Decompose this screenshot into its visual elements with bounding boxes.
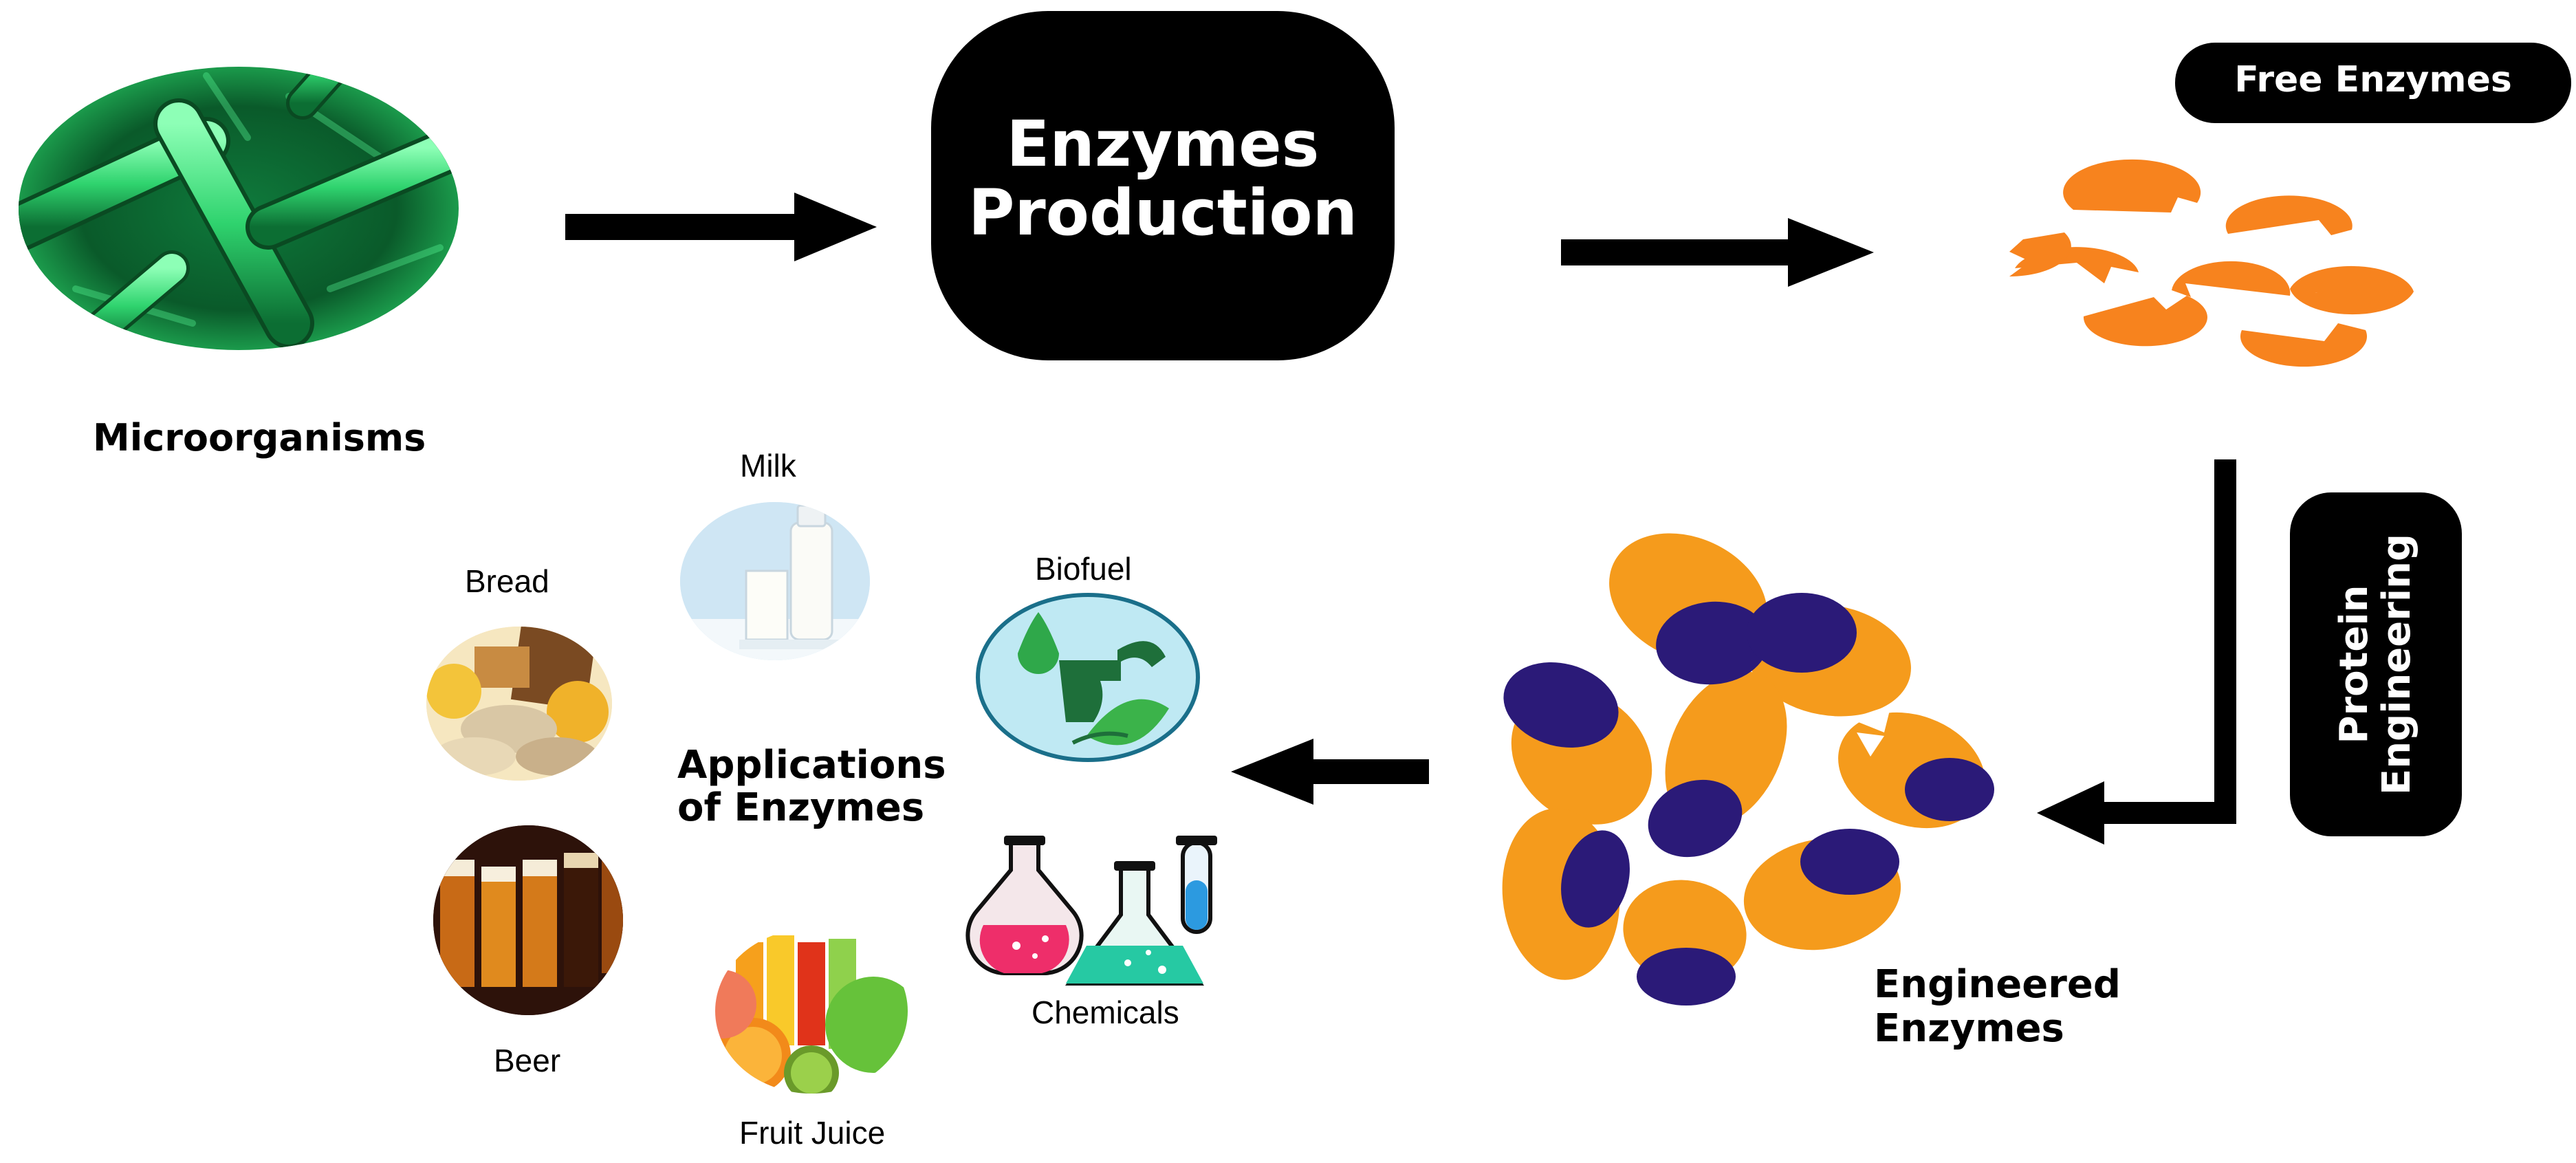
enzymes-production-title: Enzymes Production <box>931 110 1395 248</box>
arrow-protein-engineering <box>2037 459 2236 845</box>
arrow-production-to-free <box>1561 218 1874 287</box>
applications-line2: of Enzymes <box>677 785 925 830</box>
microorganisms-label: Microorganisms <box>93 416 426 459</box>
bread-label: Bread <box>465 563 549 599</box>
chemicals-icon <box>965 836 1217 986</box>
beer-label: Beer <box>494 1043 561 1078</box>
arrow-engineered-to-applications <box>1231 739 1429 805</box>
fruit-juice-label: Fruit Juice <box>739 1115 886 1151</box>
engineered-enzymes-cluster <box>1502 533 1994 1006</box>
arrow-micro-to-production <box>565 193 877 261</box>
biofuel-icon <box>976 593 1200 762</box>
applications-label: Applications of Enzymes <box>677 744 946 829</box>
milk-label: Milk <box>740 448 796 483</box>
protein-engineering-box <box>2290 492 2462 836</box>
enzymes-production-box <box>931 11 1395 360</box>
microorganisms-image <box>19 67 459 350</box>
enzymes-production-line1: Enzymes <box>1006 107 1320 181</box>
enzymes-production-line2: Production <box>968 176 1358 250</box>
fruit-juice-image <box>715 928 908 1094</box>
free-enzymes-label: Free Enzymes <box>2234 59 2512 100</box>
free-enzymes-pill <box>2175 43 2571 123</box>
protein-engineering-line1: Protein <box>2332 585 2377 744</box>
protein-engineering-line2: Engineering <box>2375 534 2419 795</box>
engineered-enzymes-line2: Enzymes <box>1874 1006 2064 1051</box>
milk-image <box>680 502 870 660</box>
free-enzymes-cluster <box>2009 159 2414 367</box>
protein-engineering-label: Protein Engineering <box>2290 492 2462 836</box>
bread-image <box>426 627 612 781</box>
beer-image <box>433 825 623 1015</box>
engineered-enzymes-line1: Engineered <box>1874 962 2121 1007</box>
biofuel-label: Biofuel <box>1035 551 1132 587</box>
engineered-enzymes-label: Engineered Enzymes <box>1874 963 2121 1051</box>
chemicals-label: Chemicals <box>1032 994 1179 1030</box>
applications-line1: Applications <box>677 743 946 787</box>
